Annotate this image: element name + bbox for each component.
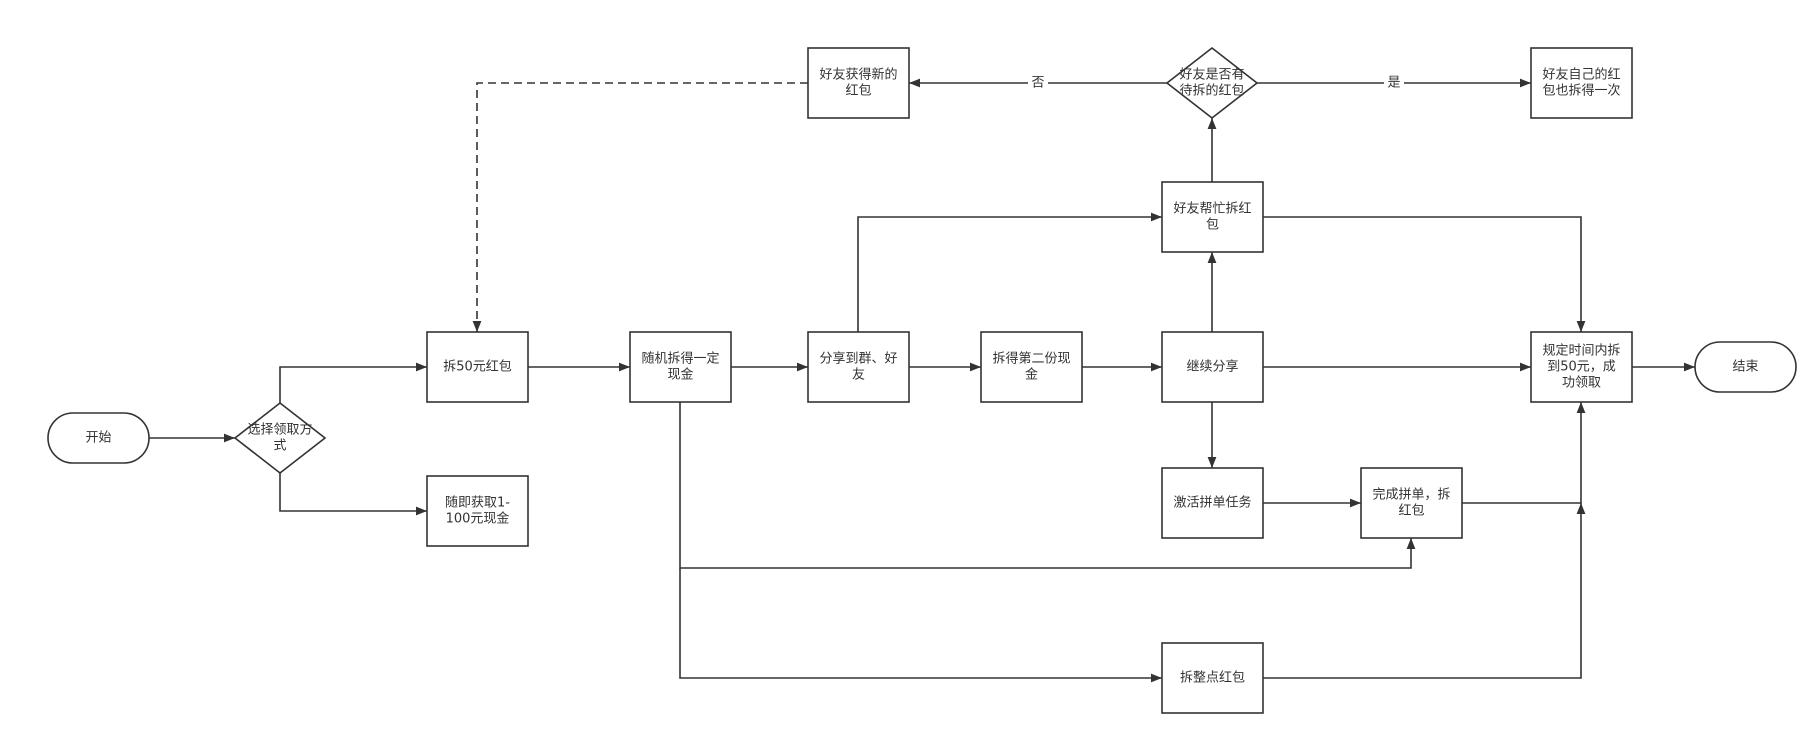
edge-label: 是: [1387, 76, 1400, 91]
edge-line: [1263, 503, 1586, 679]
node-label-line: 好友帮忙拆红: [1173, 201, 1251, 217]
node-label-line: 红包: [1398, 503, 1424, 519]
edge-line: [279, 473, 427, 516]
process-shape: [426, 475, 529, 547]
node-label-line: 功领取: [1562, 376, 1601, 391]
edge-random-to-complete: [679, 402, 1416, 569]
edge-hourly-to-claim: [1263, 503, 1586, 679]
decision-shape: [233, 401, 327, 475]
node-split-50: 拆50元红包: [426, 331, 529, 403]
node-share-group: 分享到群、好友: [807, 331, 910, 403]
node-label-line: 拆整点红包: [1180, 670, 1245, 686]
process-shape: [1161, 642, 1264, 714]
process-shape: [1530, 331, 1633, 403]
process-shape: [1530, 47, 1633, 119]
process-shape: [1161, 467, 1264, 539]
process-shape: [426, 331, 529, 403]
edge-line: [857, 212, 1162, 332]
edge-line: [679, 568, 1162, 683]
edge-choose-to-split50: [279, 362, 427, 403]
edge-has-to-own: 是: [1257, 74, 1531, 92]
node-activate-group: 激活拼单任务: [1161, 467, 1264, 539]
node-label-line: 好友是否有: [1179, 67, 1244, 83]
edge-friendhelp-to-claim: [1263, 216, 1586, 332]
node-complete-group: 完成拼单，拆红包: [1360, 467, 1463, 539]
node-hourly: 拆整点红包: [1161, 642, 1264, 714]
node-label-line: 拆得第二份现: [992, 351, 1070, 367]
node-label-line: 好友获得新的: [819, 67, 897, 83]
decision-shape: [1165, 46, 1259, 120]
node-start: 开始: [47, 412, 150, 464]
node-label-line: 金: [1025, 367, 1038, 383]
node-label-line: 友: [852, 367, 865, 383]
edge-label: 否: [1031, 76, 1044, 91]
terminal-shape: [1694, 341, 1797, 393]
edge-label-bg: [1028, 74, 1048, 92]
process-shape: [807, 331, 910, 403]
edge-line: [1462, 402, 1586, 504]
terminal-shape: [47, 412, 150, 464]
node-instant-cash: 随即获取1-100元现金: [426, 475, 529, 547]
process-shape: [1161, 181, 1264, 253]
node-label-line: 拆50元红包: [443, 359, 512, 375]
node-label-line: 包也拆得一次: [1542, 83, 1620, 99]
edge-has-to-new: 否: [909, 74, 1167, 92]
process-shape: [807, 47, 910, 119]
node-label-line: 分享到群、好: [819, 351, 897, 367]
process-shape: [1161, 331, 1264, 403]
node-label-line: 式: [273, 439, 286, 454]
edge-line: [472, 82, 808, 332]
node-label-line: 选择领取方: [247, 422, 312, 438]
node-continue-share: 继续分享: [1161, 331, 1264, 403]
node-end: 结束: [1694, 341, 1797, 393]
node-label-line: 好友自己的红: [1542, 67, 1620, 83]
edge-share-to-friendhelp: [857, 212, 1162, 332]
node-label-line: 结束: [1732, 360, 1758, 375]
node-label-line: 随机拆得一定: [641, 351, 719, 367]
edge-line: [679, 402, 1416, 569]
node-label-line: 规定时间内拆: [1542, 343, 1620, 359]
edge-new-to-split50: [472, 82, 808, 332]
edge-complete-to-claim: [1462, 402, 1586, 504]
node-label-line: 激活拼单任务: [1173, 495, 1251, 511]
node-label-line: 继续分享: [1186, 359, 1238, 375]
edge-random-to-hourly: [679, 568, 1162, 683]
process-shape: [980, 331, 1083, 403]
node-label-line: 100元现金: [446, 511, 510, 527]
edge-label-bg: [1384, 74, 1404, 92]
edge-line: [1263, 216, 1586, 332]
process-shape: [629, 331, 732, 403]
process-shape: [1360, 467, 1463, 539]
node-label-line: 开始: [85, 431, 111, 446]
node-label-line: 到50元，成: [1547, 360, 1616, 375]
node-label-line: 待拆的红包: [1179, 83, 1244, 99]
node-label-line: 随即获取1-: [445, 496, 510, 511]
nodes-layer: 开始选择领取方式拆50元红包随即获取1-100元现金随机拆得一定现金分享到群、好…: [47, 46, 1797, 714]
node-label-line: 包: [1206, 218, 1219, 233]
node-label-line: 完成拼单，拆: [1372, 488, 1450, 503]
edge-choose-to-instant: [279, 473, 427, 516]
node-label-line: 红包: [845, 83, 871, 99]
edge-line: [279, 362, 427, 403]
node-label-line: 现金: [667, 367, 693, 383]
edges-layer: 否是: [149, 74, 1695, 683]
